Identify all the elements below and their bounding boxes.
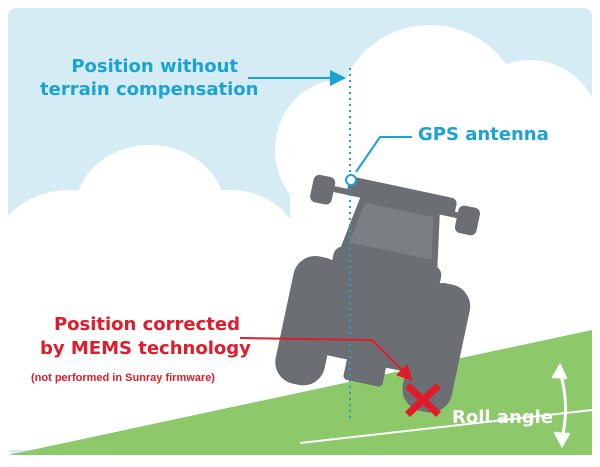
corrected-line1: Position corrected <box>53 314 240 335</box>
corrected-line2: by MEMS technology <box>40 338 251 359</box>
horizontal-reference-line <box>299 409 593 444</box>
corrected-pointer-arrow <box>371 339 413 381</box>
corrected-pointer-line <box>239 337 373 341</box>
cloud-left <box>0 145 300 450</box>
corrected-position-cross-icon <box>405 383 441 417</box>
roll-angle-arrow-icon <box>551 362 571 449</box>
gps-antenna-icon <box>345 174 357 186</box>
gps-antenna-label: GPS antenna <box>418 124 549 145</box>
roll-angle-label: Roll angle <box>452 407 554 428</box>
no-compensation-label: Position without <box>60 56 238 78</box>
tractor-window <box>349 202 434 260</box>
firmware-note: (not performed in Sunray firmware) <box>31 372 215 384</box>
no-compensation-label-2: terrain compensation <box>40 79 259 101</box>
no-compensation-line2: terrain compensation <box>40 79 259 100</box>
no-compensation-line1: Position without <box>71 56 238 77</box>
gps-antenna-pointer <box>355 136 412 173</box>
